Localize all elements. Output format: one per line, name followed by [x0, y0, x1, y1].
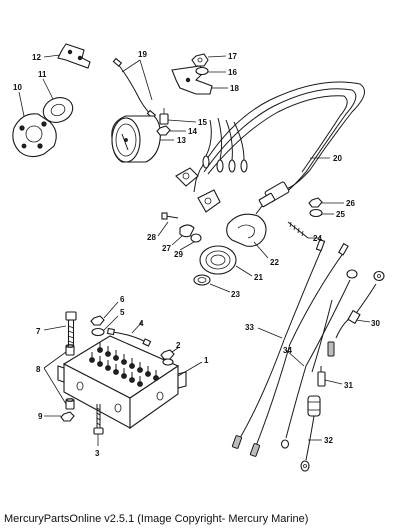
- part-15-stud[interactable]: [159, 108, 169, 125]
- part-21-gauge-ring[interactable]: [199, 245, 237, 275]
- part-17-nut[interactable]: [191, 53, 209, 67]
- part-24-screw[interactable]: [287, 221, 309, 239]
- part-28-screw[interactable]: [161, 212, 179, 220]
- callout-30: 30: [371, 319, 380, 328]
- callout-10: 10: [13, 83, 22, 92]
- part-34-lead-wires[interactable]: [280, 269, 358, 449]
- callout-4: 4: [139, 319, 144, 328]
- callout-23: 23: [231, 290, 240, 299]
- part-25-washer[interactable]: [309, 208, 323, 218]
- part-4-jumper-wire[interactable]: [106, 327, 152, 347]
- part-11-gasket[interactable]: [40, 94, 76, 127]
- callout-31: 31: [344, 381, 353, 390]
- callout-5: 5: [120, 308, 125, 317]
- part-16-washer[interactable]: [195, 66, 209, 76]
- part-26-nut[interactable]: [308, 197, 323, 208]
- part-5-washer[interactable]: [91, 327, 105, 337]
- part-8-spacer[interactable]: [65, 344, 75, 410]
- callout-16: 16: [228, 68, 237, 77]
- callout-32: 32: [324, 436, 333, 445]
- part-2-nut[interactable]: [160, 349, 175, 366]
- callout-34: 34: [283, 346, 292, 355]
- callout-12: 12: [32, 53, 41, 62]
- callout-7: 7: [36, 327, 41, 336]
- part-20-wiring-harness[interactable]: [175, 81, 365, 215]
- callout-3: 3: [95, 449, 100, 458]
- callout-25: 25: [336, 210, 345, 219]
- callout-29: 29: [174, 250, 183, 259]
- callout-15: 15: [198, 118, 207, 127]
- part-29-grommet[interactable]: [190, 233, 202, 243]
- part-3-screw[interactable]: [93, 404, 104, 435]
- callout-19: 19: [138, 50, 147, 59]
- part-1-terminal-block[interactable]: [57, 335, 187, 430]
- callout-2: 2: [176, 341, 181, 350]
- part-31-fuse-holder[interactable]: [317, 366, 326, 387]
- part-14-nut[interactable]: [156, 125, 171, 136]
- part-12-mounting-bracket[interactable]: [57, 43, 91, 69]
- part-22-clamp-bracket[interactable]: [226, 213, 267, 247]
- part-6-nut[interactable]: [90, 315, 105, 326]
- callout-20: 20: [333, 154, 342, 163]
- callout-21: 21: [254, 273, 263, 282]
- callout-1: 1: [204, 356, 209, 365]
- exploded-parts-diagram: 1 2 3 4 5 6 7 8 9 10 11 12 13 14 15 16 1…: [12, 43, 385, 472]
- callout-28: 28: [147, 233, 156, 242]
- callout-27: 27: [162, 244, 171, 253]
- callout-22: 22: [270, 258, 279, 267]
- part-10-gauge-back-cover[interactable]: [12, 113, 57, 158]
- part-13-tachometer-gauge[interactable]: [111, 115, 161, 163]
- part-19-wire-lead[interactable]: [112, 57, 157, 119]
- callout-6: 6: [120, 295, 125, 304]
- part-23-o-ring[interactable]: [193, 274, 211, 286]
- callout-8: 8: [36, 365, 41, 374]
- part-33-lead-wires[interactable]: [231, 238, 349, 457]
- callout-24: 24: [313, 234, 322, 243]
- copyright-footer: MercuryPartsOnline v2.5.1 (Image Copyrig…: [4, 513, 309, 525]
- callout-18: 18: [230, 84, 239, 93]
- callout-14: 14: [188, 127, 197, 136]
- callout-33: 33: [245, 323, 254, 332]
- part-30-leads[interactable]: [335, 270, 385, 339]
- callout-13: 13: [177, 136, 186, 145]
- part-32-fuse-lead[interactable]: [300, 395, 321, 472]
- callout-11: 11: [38, 70, 47, 79]
- callout-26: 26: [346, 199, 355, 208]
- part-9-nut[interactable]: [60, 411, 75, 422]
- part-7-bolt[interactable]: [65, 311, 77, 347]
- callout-17: 17: [228, 52, 237, 61]
- part-27-clip[interactable]: [179, 224, 195, 238]
- callout-9: 9: [38, 412, 43, 421]
